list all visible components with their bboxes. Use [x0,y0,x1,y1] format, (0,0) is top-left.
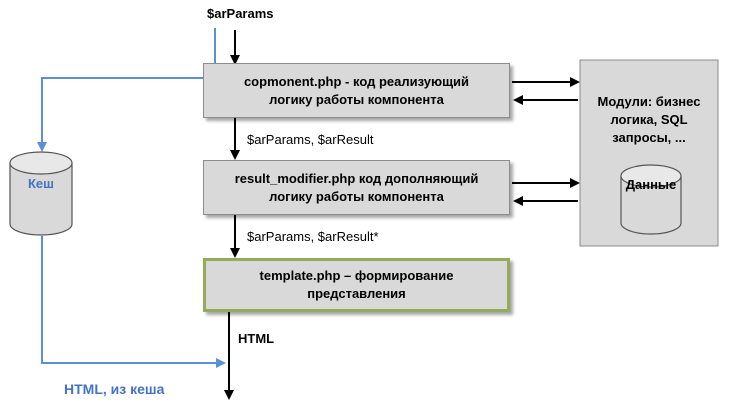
output-html-label: HTML [238,331,275,346]
arrow-params-to-cache [37,28,216,152]
modules-box-text: Модули: бизнес логика, SQL запросы, ... [580,93,718,147]
input-params-label: $arParams [207,6,274,21]
modules-line2: логика, SQL [610,112,688,127]
template-box-line1: template.php – формирование [259,268,454,283]
data-cylinder [620,164,682,235]
modifier-box: result_modifier.php код дополняющий логи… [203,160,510,215]
component-box-line2: логику работы компонента [269,91,444,107]
component-box: copmonent.php - код реализующий логику р… [203,63,510,118]
cache-output-label: HTML, из кеша [64,381,165,397]
data-cylinder-label: Данные [625,177,677,192]
template-box-line2: представления [307,286,406,301]
modules-line3: запросы, ... [612,130,686,145]
template-box: template.php – формирование представлени… [203,258,510,312]
modifier-box-line1: result_modifier.php код дополняющий [234,170,479,186]
modifier-box-line2: логику работы компонента [269,188,444,204]
edge-label-params-result-modified: $arParams, $arResult* [247,229,379,244]
cache-cylinder [9,151,73,236]
cache-cylinder-label: Кеш [28,176,54,191]
edge-label-params-result: $arParams, $arResult [247,132,374,147]
modules-line1: Модули: бизнес [597,94,701,109]
component-box-line1: copmonent.php - код реализующий [243,73,470,89]
arrow-cache-to-output [41,236,226,368]
